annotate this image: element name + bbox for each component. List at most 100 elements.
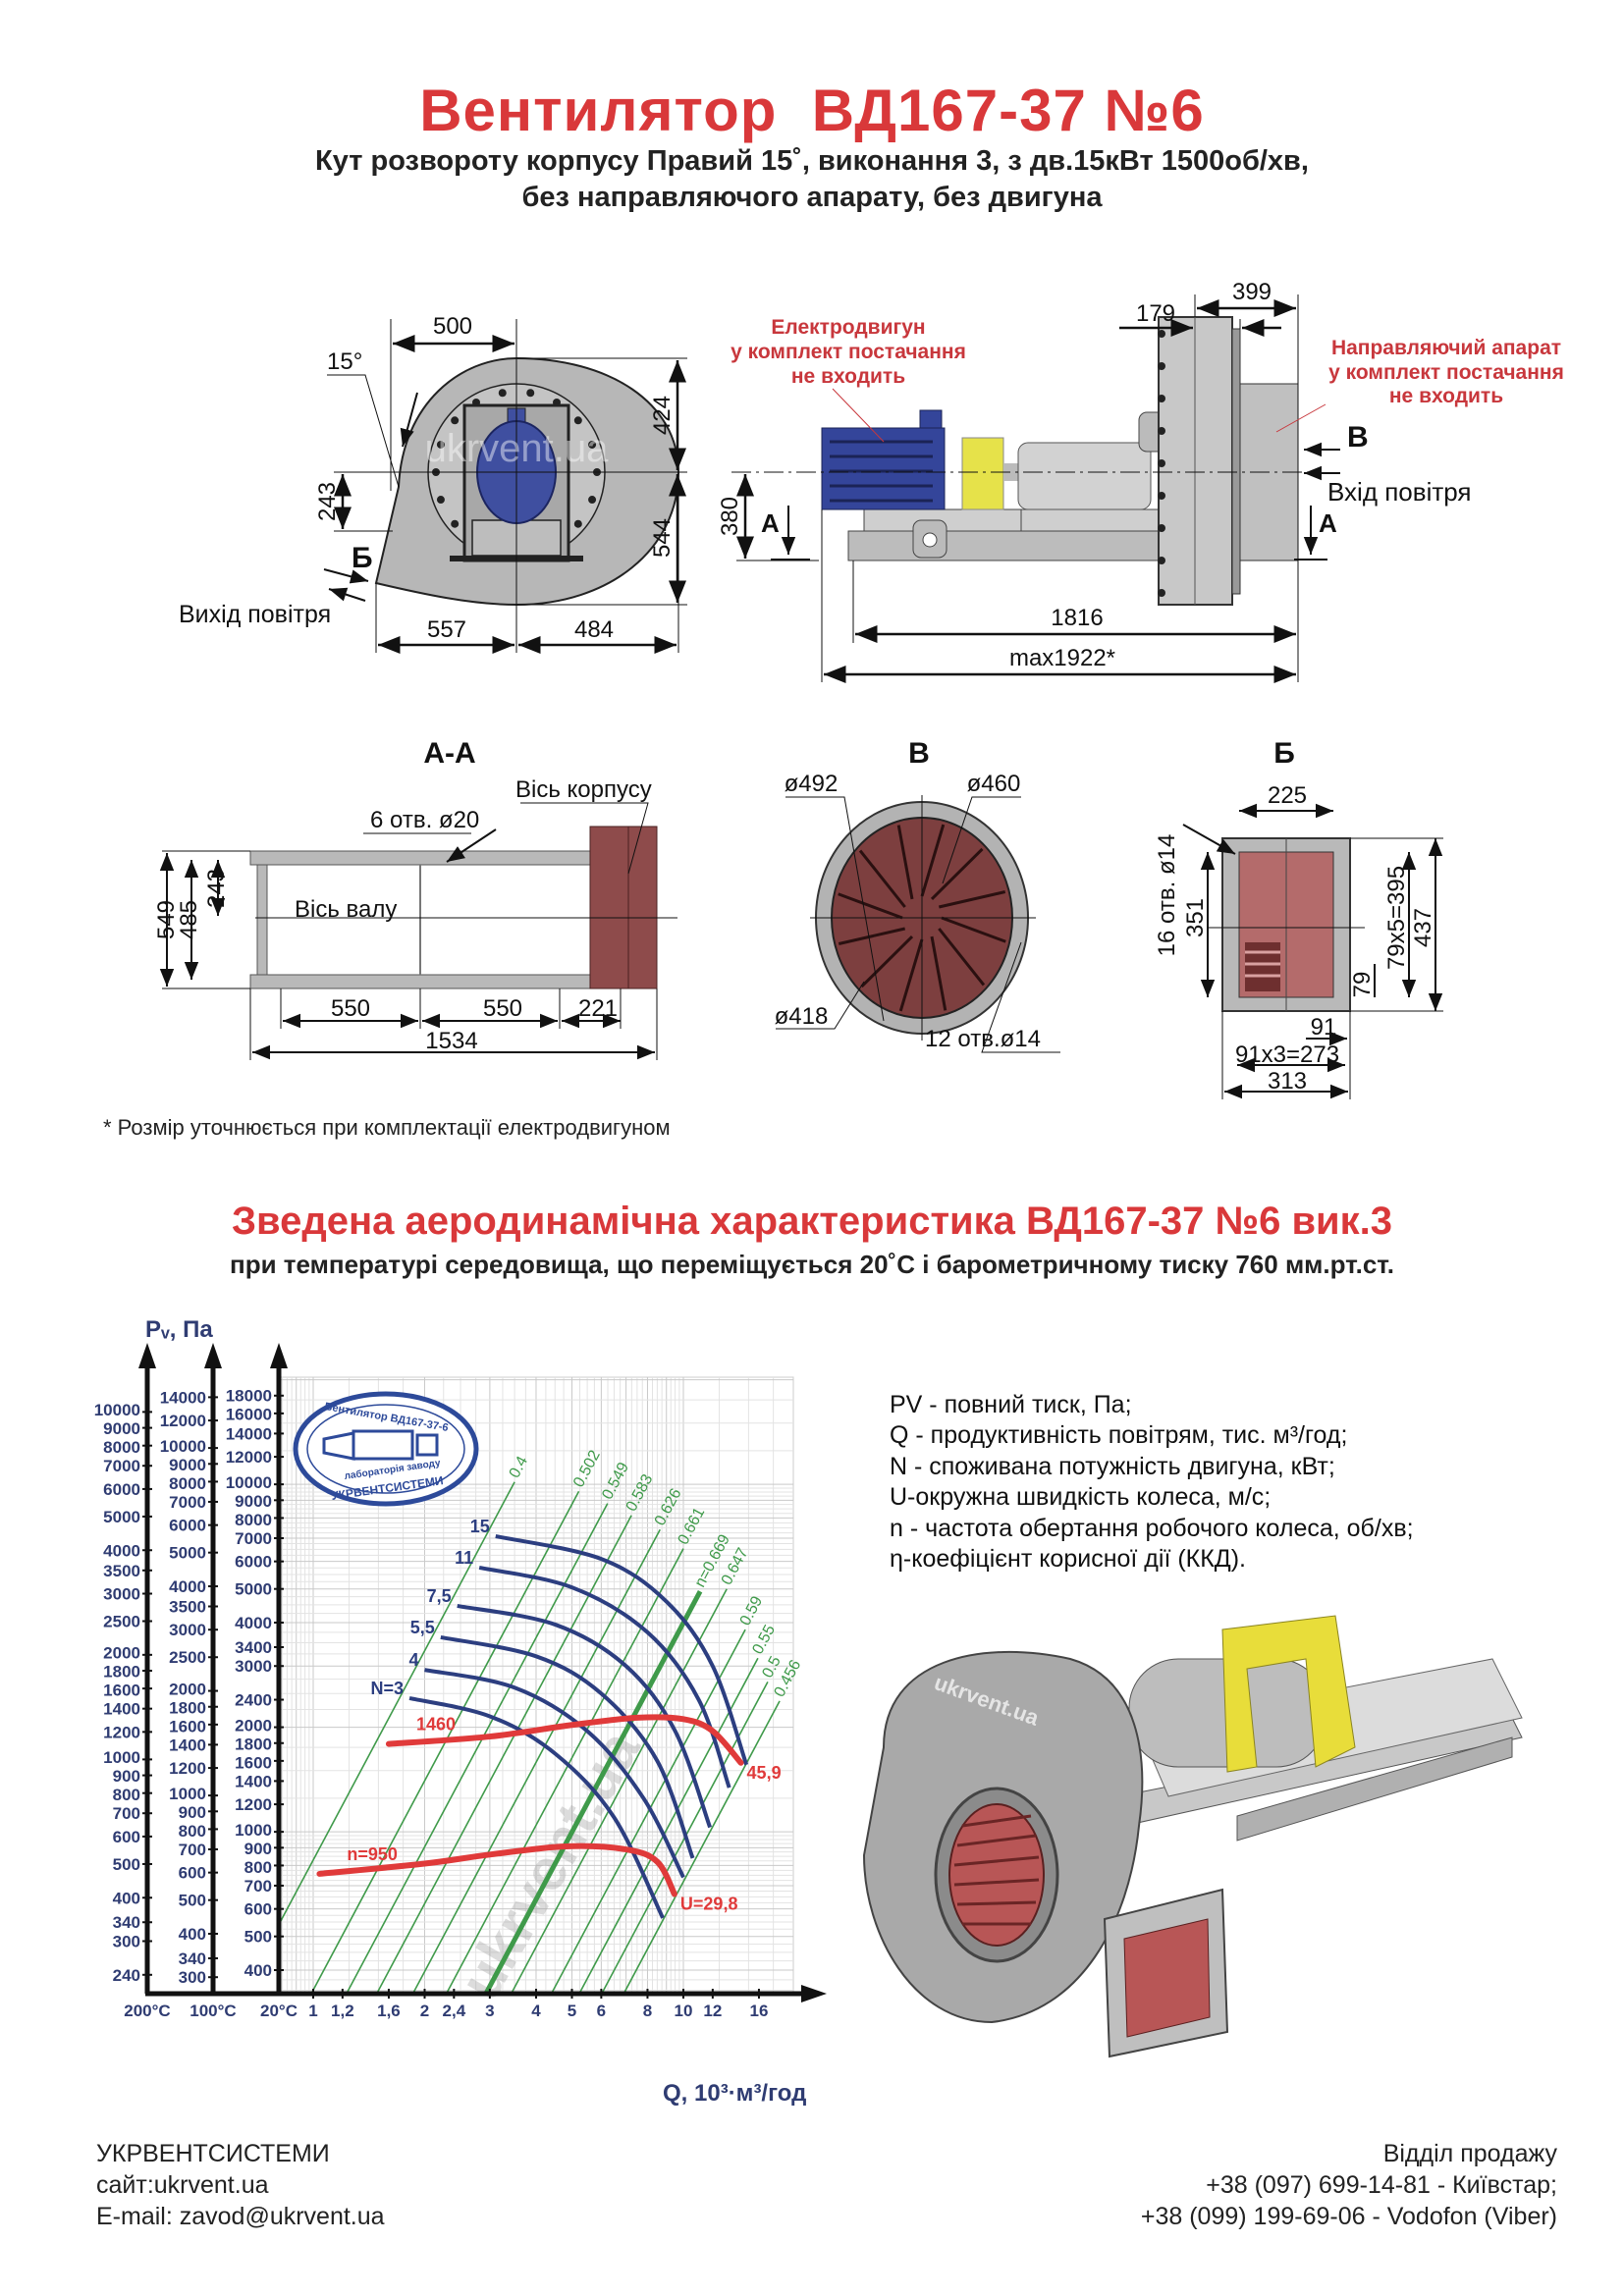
y-tick-label: 8000	[103, 1438, 140, 1457]
bolt-icon	[436, 496, 445, 505]
dim-549: 549	[153, 900, 180, 939]
x-tick-label: 1,2	[331, 2002, 354, 2020]
bolt-icon	[1158, 492, 1165, 500]
efficiency-line	[550, 1629, 746, 1995]
y-tick-label: 1600	[169, 1717, 206, 1735]
power-curve	[440, 1634, 695, 1859]
guide-note-line-1: Направляючий апарат	[1331, 337, 1561, 359]
watermark: ukrvent.ua	[425, 427, 610, 470]
impeller-3d	[948, 1803, 1045, 1947]
legend-n: N - споживана потужність двигуна, кВт;	[890, 1452, 1335, 1480]
y-tick-label: 500	[244, 1928, 272, 1947]
holes-label: 6 отв. ø20	[370, 807, 479, 833]
y-tick-label: 300	[113, 1932, 140, 1950]
y-tick-label: 18000	[226, 1386, 272, 1405]
bolt-icon	[588, 496, 597, 505]
y-tick-label: 3000	[169, 1621, 206, 1639]
section-aa-title: А-А	[423, 737, 475, 770]
power-label: 11	[455, 1548, 473, 1568]
dim-351: 351	[1182, 898, 1209, 937]
dim-500: 500	[433, 313, 472, 340]
bolt-icon	[588, 440, 597, 449]
dim-550-b: 550	[483, 995, 522, 1022]
section-v-title: В	[908, 737, 930, 770]
y-tick-label: 2000	[235, 1716, 272, 1735]
legend-eta: η-коефіцієнт корисної дії (ККД).	[890, 1545, 1246, 1574]
legend-pv: PV - повний тиск, Па;	[890, 1391, 1132, 1418]
dim-243-aa: 243	[203, 869, 230, 908]
dim-179: 179	[1136, 300, 1175, 327]
y-tick-label: 7000	[103, 1457, 140, 1475]
y-tick-label: 1600	[235, 1753, 272, 1772]
bolt-icon	[573, 519, 582, 528]
page-title: Вентилятор ВД167-37 №6	[419, 78, 1205, 143]
aerodynamic-chart: ukrvent.ua Вентилятор ВД167-37-6 лаборат…	[94, 1316, 827, 2107]
bolt-icon	[1158, 427, 1165, 435]
guide-note-line-2: у комплект постачання	[1328, 361, 1564, 384]
temperature-label: 20°C	[260, 2002, 298, 2020]
x-tick-label: 2	[420, 2002, 429, 2020]
x-tick-label: 16	[749, 2002, 768, 2020]
x-tick-label: 10	[675, 2002, 693, 2020]
efficiency-line	[510, 1588, 728, 1995]
front-view-drawing: 500 15° 424 544 243 Б Вихід повітря 557 …	[179, 313, 687, 654]
y-tick-label: 16000	[226, 1405, 272, 1423]
diameter-492: ø492	[785, 771, 839, 797]
blade	[838, 892, 903, 920]
footer-company: УКРВЕНТСИСТЕМИ сайт:ukrvent.ua E-mail: z…	[96, 2138, 385, 2232]
y-tick-label: 340	[179, 1949, 206, 1968]
bolt-icon	[1158, 362, 1165, 370]
phone-vodafone[interactable]: +38 (099) 199-69-06 - Vodofon (Viber)	[1140, 2203, 1557, 2230]
y-tick-label: 1600	[103, 1682, 140, 1700]
blade	[858, 849, 906, 908]
y-tick-label: 500	[179, 1892, 206, 1910]
section-be-title: Б	[1273, 737, 1295, 770]
blade	[930, 935, 947, 1011]
y-tick-label: 400	[179, 1925, 206, 1944]
power-label: 5,5	[410, 1618, 435, 1637]
legend-n-speed: n - частота обертання робочого колеса, о…	[890, 1514, 1414, 1542]
x-tick-label: 6	[597, 2002, 606, 2020]
y-axis-arrow-icon	[270, 1343, 288, 1368]
y-tick-label: 12000	[226, 1448, 272, 1467]
dim-91: 91	[1311, 1014, 1337, 1041]
coupling-guard	[961, 437, 1004, 510]
y-tick-label: 700	[244, 1877, 272, 1896]
y-tick-label: 400	[244, 1961, 272, 1980]
y-tick-label: 9000	[103, 1419, 140, 1438]
dim-399: 399	[1232, 279, 1272, 305]
power-label: 4	[408, 1650, 418, 1670]
y-tick-label: 1000	[235, 1821, 272, 1840]
y-tick-label: 2500	[169, 1648, 206, 1667]
power-label: 15	[470, 1517, 490, 1536]
chart-axes: 2403003404005006007008009001000120014001…	[94, 1343, 827, 2020]
power-curve	[457, 1603, 712, 1829]
y-tick-label: 1800	[103, 1663, 140, 1682]
y-tick-label: 14000	[226, 1424, 272, 1443]
section-mark-v: В	[1347, 421, 1369, 454]
dim-1816: 1816	[1051, 605, 1103, 631]
x-tick-label: 8	[643, 2002, 652, 2020]
y-tick-label: 3500	[103, 1562, 140, 1580]
company-site[interactable]: сайт:ukrvent.ua	[96, 2171, 269, 2199]
phone-kyivstar[interactable]: +38 (097) 699-14-81 - Київстар;	[1206, 2171, 1557, 2199]
x-tick-label: 12	[703, 2002, 722, 2020]
flange-holes-label: 12 отв.ø14	[925, 1026, 1041, 1052]
y-axis-arrow-icon	[204, 1343, 222, 1368]
y-tick-label: 4000	[235, 1614, 272, 1632]
bolt-icon	[1158, 557, 1165, 564]
efficiency-line	[578, 1657, 759, 1995]
y-tick-label: 2500	[103, 1613, 140, 1631]
subtitle-line-1: Кут розвороту корпусу Правий 15˚, викона…	[315, 145, 1309, 177]
y-tick-label: 12000	[160, 1412, 206, 1430]
housing-axis-label: Вісь корпусу	[515, 776, 652, 803]
chart-legend: PV - повний тиск, Па; Q - продуктивність…	[890, 1390, 1414, 1575]
x-tick-label: 4	[531, 2002, 541, 2020]
y-tick-label: 400	[113, 1889, 140, 1907]
efficiency-line	[278, 1481, 515, 1925]
bolt-icon	[436, 440, 445, 449]
y-tick-label: 1200	[235, 1795, 272, 1814]
dim-424: 424	[649, 396, 676, 435]
company-email[interactable]: E-mail: zavod@ukrvent.ua	[96, 2203, 385, 2230]
dim-484: 484	[574, 616, 614, 643]
